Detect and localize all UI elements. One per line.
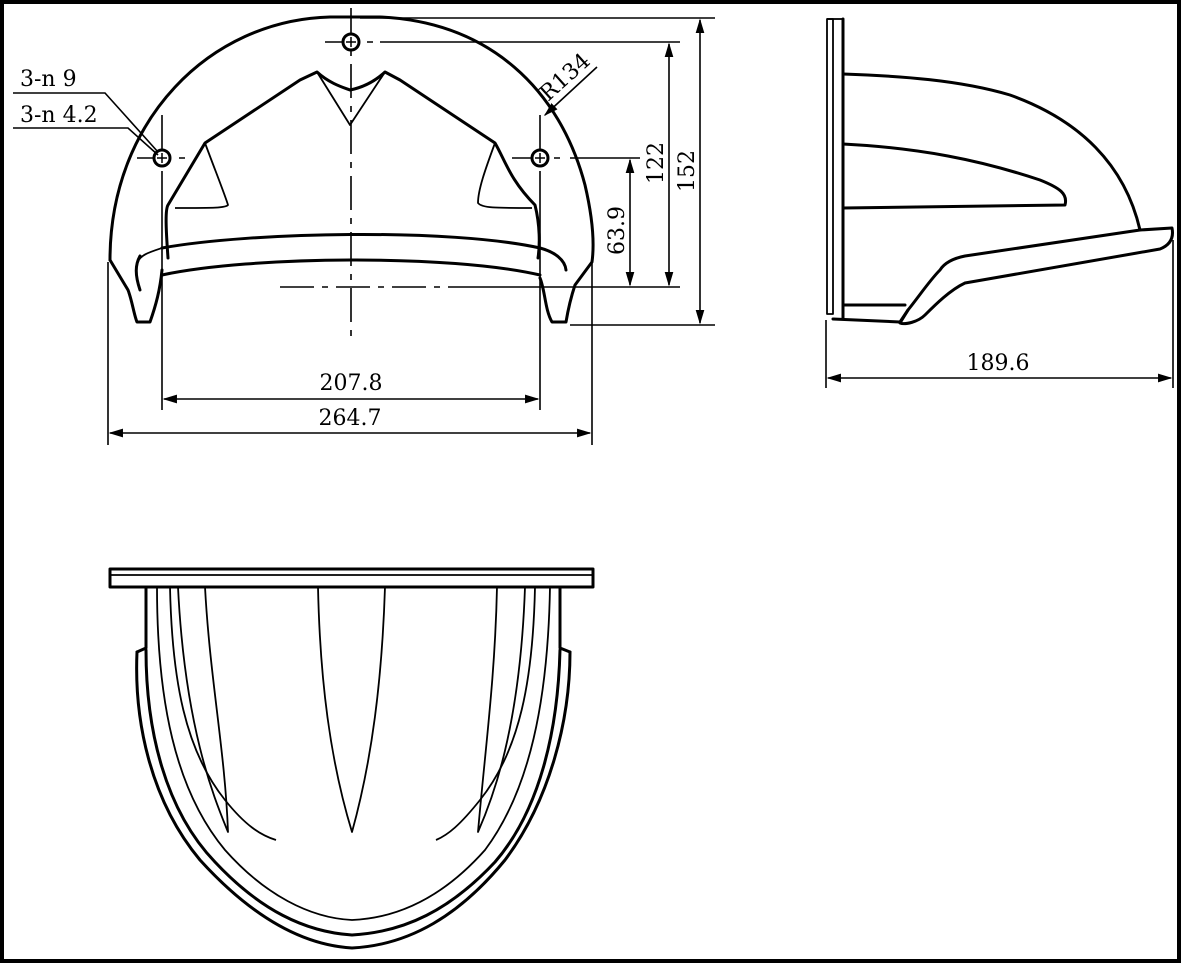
side-view: 189.6 [825,17,1174,388]
svg-text:63.9: 63.9 [605,206,630,255]
svg-text:122: 122 [644,142,669,184]
svg-text:264.7: 264.7 [319,406,382,431]
dome-inner-2 [156,586,551,921]
right-mounting-hole [530,148,550,168]
right-side-rib [477,142,533,209]
dim-hole-spacing: 207.8 [162,371,540,404]
inner-arch [164,70,541,260]
outer-shell-left-foot [108,258,164,324]
dim-depth: 189.6 [826,351,1173,383]
svg-text:207.8: 207.8 [320,371,383,396]
wall-plate [826,18,834,315]
dome-inner-3-right [435,586,536,841]
dome-inner-3 [169,586,277,841]
callout-large-hole-label: 3-n 9 [20,67,77,92]
front-view: 3-n 9 3-n 4.2 R134 63.9 [13,8,715,445]
right-rib [477,586,526,833]
dim-side-hole-height: 63.9 [605,158,635,287]
svg-text:189.6: 189.6 [967,351,1030,376]
base-flange [831,303,910,324]
dome-outer-lip [135,585,572,654]
callout-small-hole-label: 3-n 4.2 [20,103,98,128]
radius-callout: R134 [535,49,598,116]
visor-outline [898,226,1174,326]
top-view [108,567,595,950]
dim-top-hole-height: 122 [644,42,674,287]
housing-top-curve [841,72,1142,232]
outer-shell-outline [108,15,595,324]
center-notch [316,71,386,126]
top-mounting-hole [341,32,361,52]
left-rib [177,586,229,833]
visor-top-edge [160,232,568,272]
visor-left-end [137,247,163,263]
visor-bottom-edge [134,254,542,292]
left-side-rib [174,142,229,209]
left-mounting-hole [152,148,172,168]
dome-inner-1 [144,648,562,937]
inner-rib-curve [841,142,1068,210]
hole-callout: 3-n 9 3-n 4.2 [13,67,159,156]
svg-text:152: 152 [675,150,700,192]
dim-overall-height: 152 [675,18,705,325]
top-plate [108,567,595,589]
dome-outer [135,650,572,950]
dim-overall-width: 264.7 [108,406,592,438]
center-rib [317,586,386,833]
